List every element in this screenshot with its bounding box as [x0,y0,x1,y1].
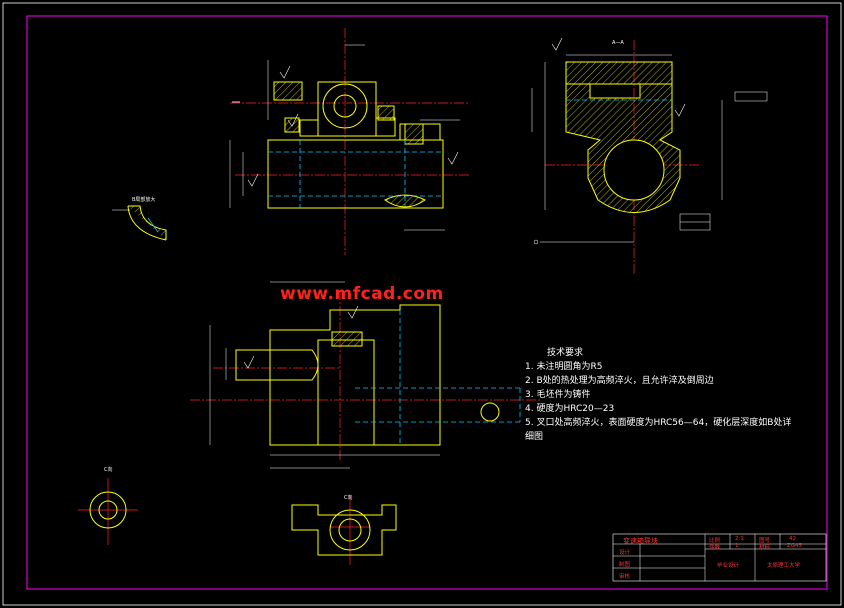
qty-label: 件数 [709,545,721,551]
inner-frame [26,15,828,590]
title-block: 变速箱导块 比例 2:1 图号 42 件数 1 材料 ZG45 设计 制图 审核… [613,534,826,581]
tech-item: 5. 叉口处高频淬火，表面硬度为HRC56—64，硬化层深度如B处详 [525,418,792,428]
detail-b-view [112,205,167,241]
material-value: ZG45 [787,543,803,549]
front-view [229,28,470,255]
section-c-label-left: C向 [104,467,113,473]
row-review: 审核 [619,574,631,580]
c-view-bottom [291,495,397,565]
section-c-label-bottom: C向 [344,495,353,501]
tech-item: 2. B处的热处理为高频淬火，且允许淬及倒周边 [525,376,714,386]
material-label: 材料 [759,545,771,551]
scale-label: 比例 [709,538,721,544]
title-block-lines [612,533,827,582]
row-check: 制图 [619,562,631,568]
tech-item: 细图 [525,432,544,442]
drawing-no-label: 图号 [759,538,771,544]
tech-item: 4. 硬度为HRC20—23 [525,404,615,414]
tech-requirements: 技术要求 1. 未注明圆角为R5 2. B处的热处理为高频淬火，且允许淬及倒周边… [525,346,825,444]
watermark: www.mfcad.com [280,284,444,304]
part-name: 变速箱导块 [623,537,658,545]
section-b-label: B局部放大 [132,197,156,203]
scale-value: 2:1 [735,536,744,542]
section-a-label: A—A [612,40,624,46]
tech-title: 技术要求 [547,348,584,358]
qty-value: 1 [735,543,739,549]
school-name: 太原理工大学 [767,563,801,569]
c-view-circle [78,478,138,545]
section-a-view [531,37,768,275]
tech-item: 1. 未注明圆角为R5 [525,362,603,372]
tech-item: 3. 毛坯件为铸件 [525,390,591,400]
course-name: 毕业设计 [717,563,740,569]
row-design: 设计 [619,550,631,556]
top-view [190,281,540,469]
drawing-no-value: 42 [789,536,796,542]
